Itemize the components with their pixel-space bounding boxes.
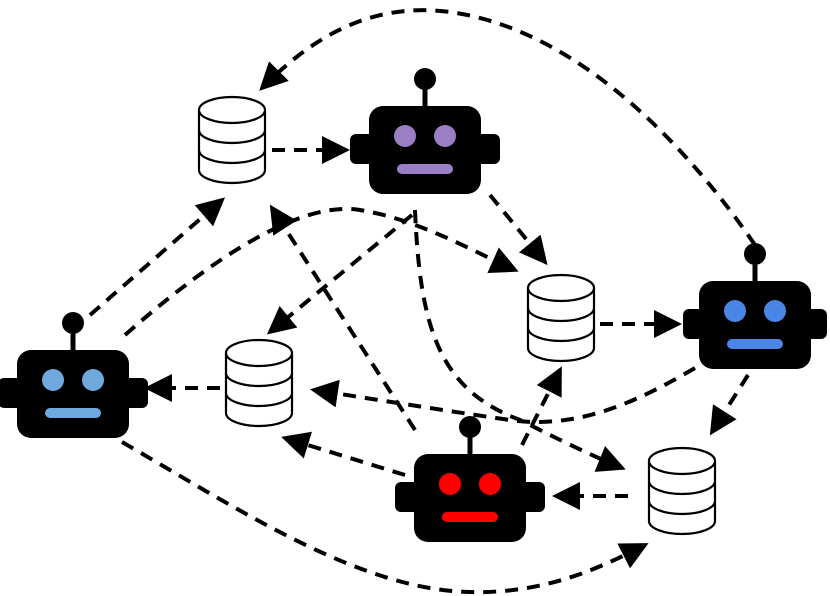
nodes-layer bbox=[0, 68, 827, 542]
edge-agent-red-to-db-center bbox=[520, 366, 562, 446]
agent-left-blue bbox=[0, 312, 148, 438]
edge-agent-purple-to-db-center bbox=[488, 193, 548, 266]
robot-mouth bbox=[442, 512, 498, 522]
robot-eye bbox=[394, 125, 416, 147]
robot-eye bbox=[434, 125, 456, 147]
database-icon bbox=[224, 338, 294, 428]
robot-eye bbox=[764, 300, 786, 322]
db-bottom-right bbox=[647, 446, 717, 536]
agent-purple bbox=[350, 68, 500, 194]
edge-agent-left-blue-to-db-center bbox=[123, 206, 519, 337]
db-middle-left bbox=[224, 338, 294, 428]
database-icon bbox=[197, 95, 267, 185]
database-icon bbox=[647, 446, 717, 536]
db-top-left bbox=[197, 95, 267, 185]
robot-mouth bbox=[397, 164, 453, 174]
robot-eye bbox=[82, 369, 104, 391]
robot-eye bbox=[42, 369, 64, 391]
robot-eye bbox=[724, 300, 746, 322]
edge-agent-red-to-db-top-left bbox=[269, 204, 417, 432]
robot-icon bbox=[350, 68, 500, 194]
robot-icon bbox=[0, 312, 148, 438]
robot-icon bbox=[683, 243, 827, 369]
edge-agent-purple-to-db-bottom-right bbox=[413, 209, 626, 472]
robot-mouth bbox=[45, 408, 101, 418]
edge-agent-purple-to-db-middle-left bbox=[266, 213, 414, 335]
robot-icon bbox=[395, 416, 545, 542]
db-center bbox=[526, 273, 596, 363]
edge-agent-left-blue-to-db-bottom-right bbox=[121, 440, 649, 595]
edge-agent-right-blue-to-db-bottom-right bbox=[709, 373, 750, 436]
robot-mouth bbox=[727, 339, 783, 349]
robot-eye bbox=[439, 473, 461, 495]
database-icon bbox=[526, 273, 596, 363]
edge-agent-right-blue-to-db-top-left bbox=[259, 8, 757, 247]
edges-layer bbox=[88, 8, 757, 595]
edge-agent-left-blue-to-db-top-left bbox=[88, 197, 226, 317]
agent-red bbox=[395, 416, 545, 542]
edge-agent-red-to-db-middle-left bbox=[281, 431, 406, 477]
edge-agent-right-blue-to-db-middle-left bbox=[310, 366, 697, 424]
agent-right-blue bbox=[683, 243, 827, 369]
robot-eye bbox=[479, 473, 501, 495]
